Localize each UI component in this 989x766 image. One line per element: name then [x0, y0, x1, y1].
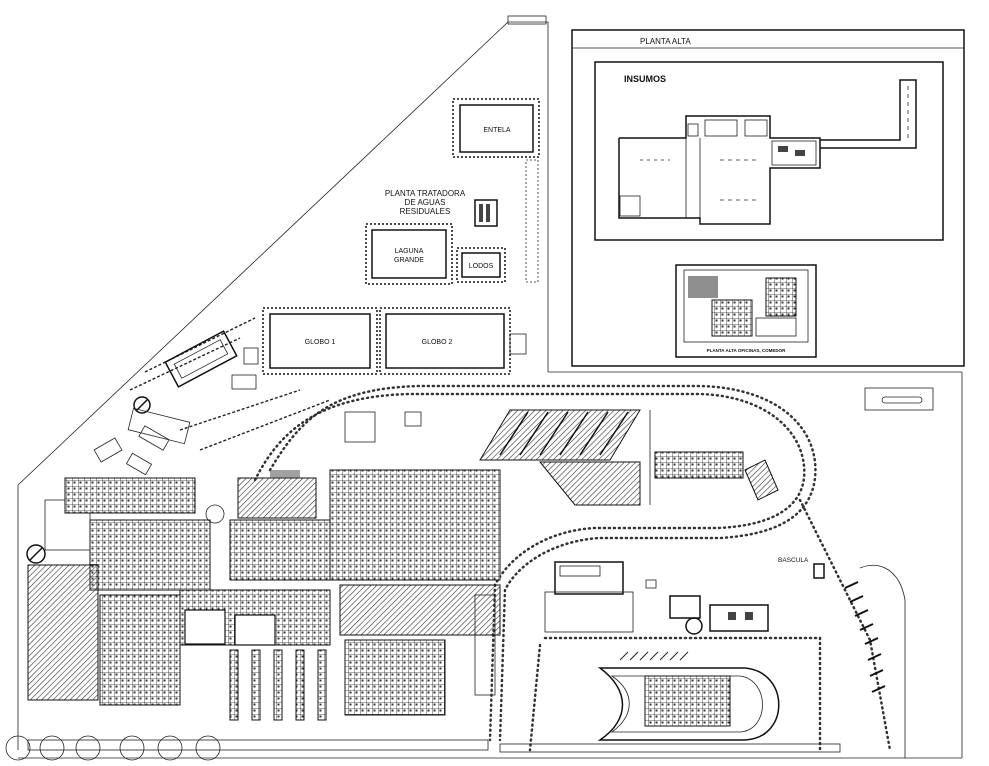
bottom-road — [27, 739, 489, 751]
lodos: LODOS — [456, 247, 506, 283]
bascula-label: BASCULA — [778, 557, 809, 564]
no-parking-sign-1 — [133, 396, 151, 414]
svg-text:GLOBO 1: GLOBO 1 — [305, 339, 336, 346]
small-structure — [509, 333, 527, 355]
treatment-plant-label: PLANTA TRATADORA DE AGUAS RESIDUALES — [385, 189, 466, 216]
svg-text:PLANTA TRATADORA: PLANTA TRATADORA — [385, 189, 466, 198]
globo-1: GLOBO 1 — [262, 307, 378, 375]
entela-building: ENTELA — [452, 98, 540, 158]
lower-right-buildings — [544, 561, 769, 635]
svg-text:GLOBO 2: GLOBO 2 — [422, 339, 453, 346]
treatment-equipment — [474, 199, 498, 227]
svg-text:DE AGUAS: DE AGUAS — [405, 198, 446, 207]
laguna-grande: LAGUNA GRANDE — [365, 223, 453, 285]
legend-box — [864, 387, 934, 411]
bascula-scale — [813, 563, 825, 579]
svg-text:LODOS: LODOS — [469, 263, 494, 270]
drying-racks — [479, 409, 651, 506]
svg-text:GRANDE: GRANDE — [394, 257, 424, 264]
no-parking-sign-2 — [26, 544, 46, 564]
svg-text:RESIDUALES: RESIDUALES — [400, 207, 451, 216]
insumos-label: INSUMOS — [624, 74, 666, 84]
bottom-trees — [5, 735, 221, 761]
perimeter-road — [253, 384, 892, 752]
site-boundary — [17, 15, 963, 759]
planta-alta-insert: PLANTA ALTA INSUMOS PLANTA ALTA OFICINAS… — [571, 29, 965, 367]
conveyor — [654, 451, 744, 479]
oficinas-caption: PLANTA ALTA OFICINAS, COMEDOR — [707, 348, 786, 353]
truck-bays — [844, 581, 886, 693]
tank-structure — [164, 330, 238, 388]
parking-loop — [597, 651, 780, 741]
entela-label: ENTELA — [483, 127, 511, 134]
insert-title: PLANTA ALTA — [640, 37, 691, 46]
dashed-access-road — [129, 317, 331, 451]
globo-2: GLOBO 2 — [379, 307, 511, 375]
entela-channel — [525, 159, 539, 283]
main-plant-block — [27, 411, 501, 721]
svg-text:LAGUNA: LAGUNA — [395, 248, 424, 255]
